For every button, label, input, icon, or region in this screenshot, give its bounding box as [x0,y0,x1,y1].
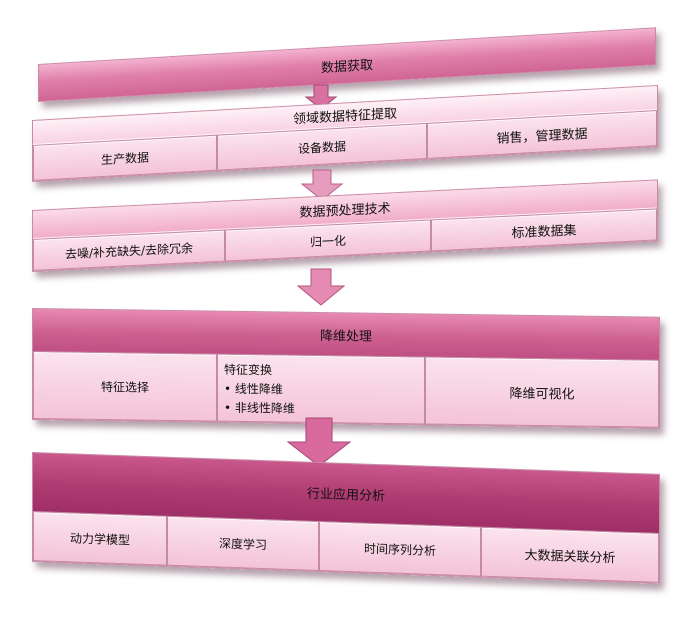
cell-visualization: 降维可视化 [425,356,659,428]
stage-cells: 特征选择 特征变换 线性降维 非线性降维 降维可视化 [33,351,659,428]
cell-feature-transform: 特征变换 线性降维 非线性降维 [217,353,425,425]
stage-preprocessing: 数据预处理技术 去噪/补充缺失/去除冗余 归一化 标准数据集 [32,179,658,272]
down-arrow-4 [286,417,352,467]
cell-deep-learning: 深度学习 [167,515,319,572]
stage-industry-analysis: 行业应用分析 动力学模型 深度学习 时间序列分析 大数据关联分析 [32,452,660,598]
stage-plate: 降维处理 特征选择 特征变换 线性降维 非线性降维 降维可视化 [32,308,660,429]
arrow-shape [296,268,346,306]
feature-transform-group: 特征变换 线性降维 非线性降维 [224,360,295,416]
cell-big-data-association: 大数据关联分析 [481,526,659,583]
nonlinear-reduction-item: 非线性降维 [224,398,295,416]
cell-dynamics-model: 动力学模型 [33,511,167,566]
cell-feature-selection: 特征选择 [33,351,217,422]
arrow-shape [286,417,352,467]
stage-plate: 行业应用分析 动力学模型 深度学习 时间序列分析 大数据关联分析 [32,452,660,584]
linear-reduction-item: 线性降维 [224,379,283,397]
stage-plate: 数据预处理技术 去噪/补充缺失/去除冗余 归一化 标准数据集 [32,179,658,272]
cell-time-series: 时间序列分析 [319,521,481,577]
feature-transform-title: 特征变换 [224,362,273,377]
stage-dimension-reduction: 降维处理 特征选择 特征变换 线性降维 非线性降维 降维可视化 [32,300,660,429]
arrow-shape [300,169,344,201]
down-arrow-3 [296,268,346,306]
down-arrow-2 [300,169,344,201]
